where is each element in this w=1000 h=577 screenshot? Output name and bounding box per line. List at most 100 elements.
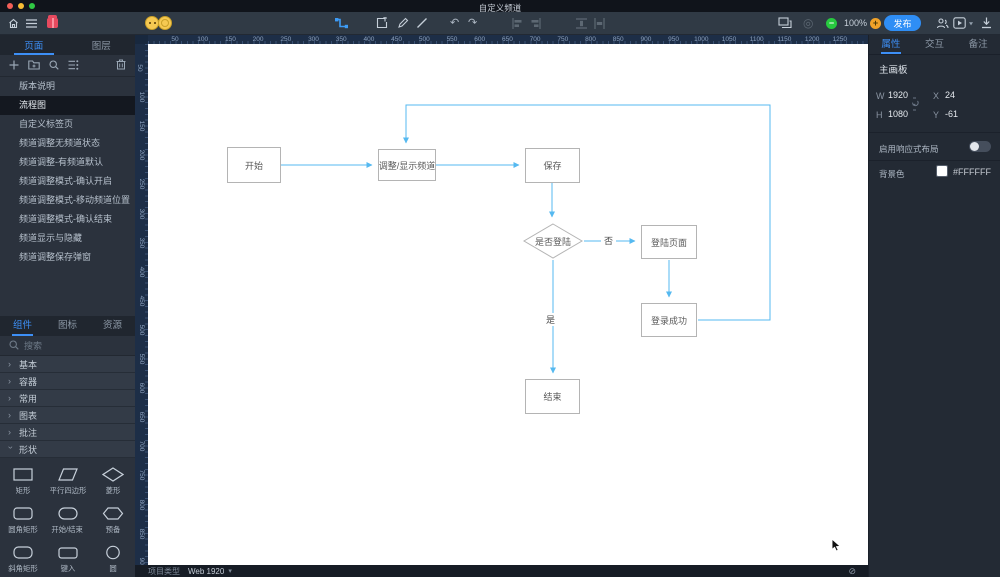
inspector-tab[interactable]: 交互 [925,39,945,50]
inspector-tab[interactable]: 属性 [869,35,913,54]
shape-item-bevel-rect[interactable]: 斜角矩形 [0,542,45,577]
insert-artboard-icon[interactable] [376,12,388,34]
page-list-item[interactable]: 频道显示与隐藏 [19,233,83,243]
category-label: 批注 [19,427,38,438]
shape-item-rounded-rect[interactable]: 圆角矩形 [0,503,45,538]
library-search-input[interactable]: 搜索 [0,336,135,356]
canvas-footer: 项目类型 Web 1920 ▾ ⊘ [135,565,868,577]
screens-icon[interactable] [778,12,792,34]
home-icon[interactable] [8,12,19,34]
flow-node-start[interactable]: 开始 [227,147,281,183]
undo-icon[interactable]: ↶ [450,16,460,29]
avatar[interactable] [145,12,159,34]
shape-label: 预备 [105,525,120,534]
flow-node-end[interactable]: 结束 [525,379,580,414]
project-type-chevron-icon[interactable]: ▾ [228,568,232,575]
category-row[interactable]: ›容器 [0,373,135,390]
inspector-tab[interactable]: 备注 [968,39,988,50]
pen-tool-icon[interactable] [397,12,409,34]
preview-icon[interactable] [953,12,966,34]
y-label: Y [933,110,940,120]
shape-item-rect[interactable]: 矩形 [0,464,45,499]
page-list-item[interactable]: 频道调整保存弹窗 [19,252,92,262]
add-page-icon[interactable] [9,60,19,72]
minimize-window-button[interactable] [18,3,24,9]
responsive-layout-toggle[interactable] [969,141,991,152]
shape-item-hexagon[interactable]: 预备 [90,503,135,538]
download-icon[interactable] [981,12,992,34]
background-color-swatch[interactable] [936,165,948,177]
library-tab[interactable]: 组件 [0,316,45,336]
height-value[interactable]: 1080 [888,109,909,119]
avatar[interactable] [158,12,172,34]
preview-dropdown-chevron-icon[interactable]: ▾ [969,19,974,27]
distribute-vertical-icon[interactable] [594,12,605,34]
page-list-item[interactable]: 频道调整模式-确认开启 [19,176,112,186]
zoom-window-button[interactable] [29,3,35,9]
tab-pages[interactable]: 页面 [0,35,68,55]
zoom-in-icon[interactable]: + [870,12,881,34]
artboard-canvas[interactable]: 开始 调整/显示频道 保存 是否登陆 登陆页面 登录成功 结束 否 是 [148,44,868,565]
width-value[interactable]: 1920 [888,90,909,100]
category-row[interactable]: ›形状 [0,441,135,458]
page-list-item[interactable]: 流程图 [0,96,135,115]
disable-preview-icon[interactable]: ⊘ [848,565,856,576]
trash-icon[interactable] [116,59,126,72]
library-tab[interactable]: 图标 [57,320,77,331]
line-tool-icon[interactable] [416,12,428,34]
category-row[interactable]: ›基本 [0,356,135,373]
redo-icon[interactable]: ↷ [468,16,478,29]
shape-item-diamond[interactable]: 菱形 [90,464,135,499]
inspector-tabs: 属性 交互 备注 [869,35,1000,55]
category-label: 形状 [19,444,38,455]
category-row[interactable]: ›批注 [0,424,135,441]
background-color-value[interactable]: #FFFFFF [953,167,991,177]
flow-node-login-decision[interactable]: 是否登陆 [523,223,583,259]
distribute-horizontal-icon[interactable] [576,12,587,34]
zoom-out-icon[interactable]: − [826,12,837,34]
page-list-item[interactable]: 频道调整-有频道默认 [19,157,103,167]
parallelogram-icon [57,468,78,481]
collaborators-icon[interactable] [936,12,949,34]
page-list-item[interactable]: 频道调整模式-确认结束 [19,214,112,224]
sort-pages-icon[interactable] [68,59,79,72]
shape-item-input-rect[interactable]: 键入 [45,542,90,577]
shape-item-parallelogram[interactable]: 平行四边形 [45,464,90,499]
target-icon[interactable]: ◎ [803,16,814,30]
circle-icon [105,545,120,560]
x-value[interactable]: 24 [945,90,956,100]
shape-item-circle[interactable]: 圆 [90,542,135,577]
window-controls[interactable] [7,3,35,9]
project-type-value[interactable]: Web 1920 [188,566,225,576]
close-window-button[interactable] [7,3,13,9]
ruler-label: 1250 [832,35,848,43]
flow-node-save[interactable]: 保存 [525,148,580,183]
ruler-label: 50 [171,35,179,43]
zoom-level[interactable]: 100% [844,18,868,28]
page-list-item[interactable]: 版本说明 [19,81,56,91]
publish-button[interactable]: 发布 [884,15,921,31]
page-list-item[interactable]: 自定义标签页 [19,119,74,129]
add-folder-icon[interactable] [28,59,40,72]
flow-node-login-success[interactable]: 登录成功 [641,303,697,337]
menu-icon[interactable] [26,12,37,34]
align-left-icon[interactable] [512,12,523,34]
align-right-icon[interactable] [530,12,541,34]
connector-tool-icon[interactable] [335,12,348,34]
tab-layers[interactable]: 图层 [91,41,111,52]
rounded-rect-icon [12,507,33,520]
left-sidebar: 页面 图层 版本说明流程图自定义标签页频道调整无频道状态频道调整-有频道默认频道… [0,35,135,577]
category-row[interactable]: ›常用 [0,390,135,407]
shape-label: 菱形 [105,486,120,495]
page-list-item[interactable]: 频道调整无频道状态 [19,138,101,148]
y-value[interactable]: -61 [945,109,959,119]
flow-node-login-page[interactable]: 登陆页面 [641,225,697,259]
constrain-proportions-icon[interactable] [911,97,920,113]
search-pages-icon[interactable] [49,59,59,72]
shape-item-stadium[interactable]: 开始/结束 [45,503,90,538]
library-tab[interactable]: 资源 [102,320,122,331]
page-list-item[interactable]: 频道调整模式-移动频道位置 [19,195,130,205]
gift-icon[interactable] [47,12,58,34]
category-row[interactable]: ›图表 [0,407,135,424]
flow-node-adjust-channel[interactable]: 调整/显示频道 [378,149,436,181]
